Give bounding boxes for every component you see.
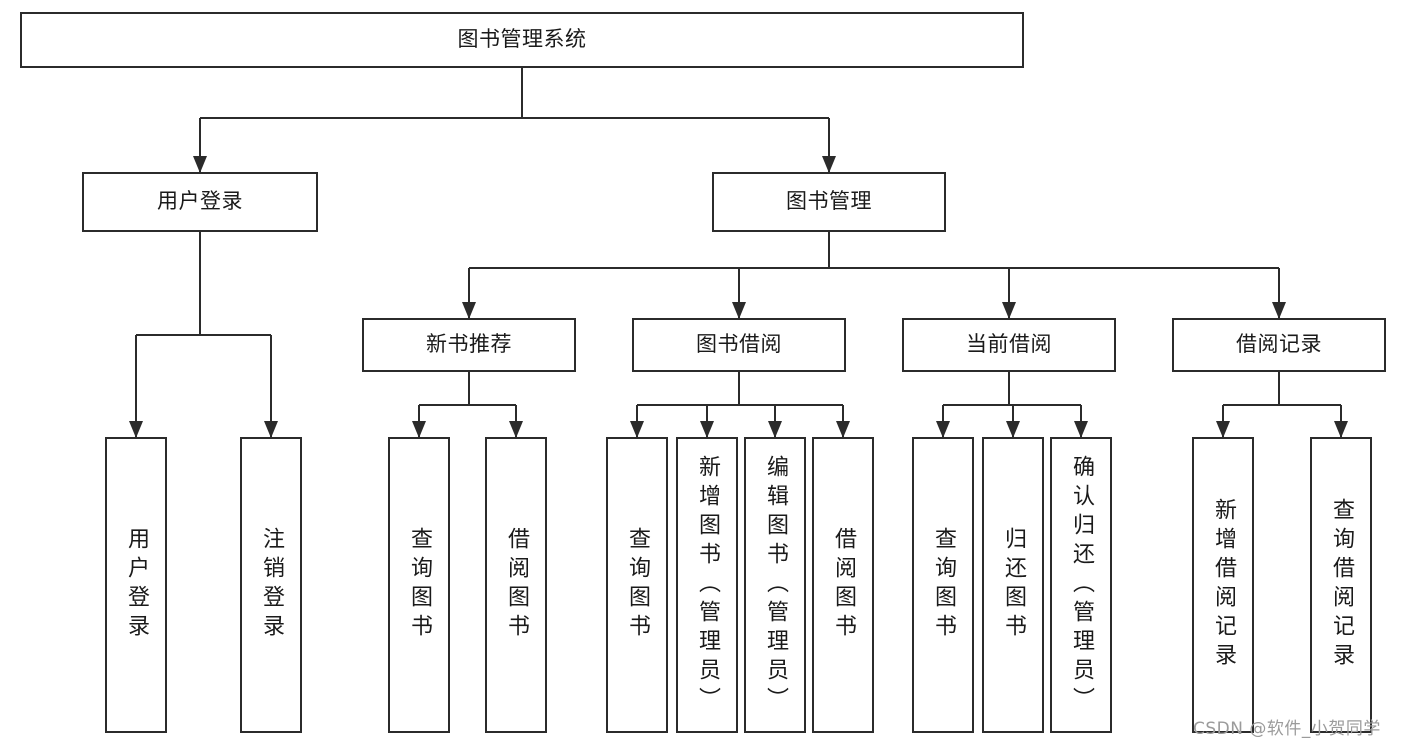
arrowhead-icon: [822, 156, 836, 173]
node-leaf_1[interactable]: 注销登录: [240, 437, 302, 733]
node-label: 新增图书（管理员）: [695, 454, 720, 716]
node-label: 确认归还（管理员）: [1069, 454, 1094, 716]
arrowhead-icon: [1074, 421, 1088, 438]
node-leaf_11[interactable]: 新增借阅记录: [1192, 437, 1254, 733]
node-leaf_12[interactable]: 查询借阅记录: [1310, 437, 1372, 733]
arrowhead-icon: [936, 421, 950, 438]
node-label: 当前借阅: [966, 332, 1052, 357]
node-leaf_8[interactable]: 查询图书: [912, 437, 974, 733]
node-leaf_9[interactable]: 归还图书: [982, 437, 1044, 733]
node-label: 图书管理系统: [457, 27, 587, 52]
node-label: 借阅记录: [1236, 332, 1322, 357]
node-label: 图书借阅: [696, 332, 782, 357]
node-leaf_5[interactable]: 新增图书（管理员）: [676, 437, 738, 733]
arrowhead-icon: [509, 421, 523, 438]
arrowhead-icon: [193, 156, 207, 173]
arrowhead-icon: [1002, 302, 1016, 319]
node-label: 图书管理: [786, 189, 872, 214]
node-label: 查询图书: [931, 527, 956, 643]
arrowhead-icon: [1216, 421, 1230, 438]
node-l1_0[interactable]: 用户登录: [82, 172, 318, 232]
node-l2_1[interactable]: 图书借阅: [632, 318, 846, 372]
node-l1_1[interactable]: 图书管理: [712, 172, 946, 232]
arrowhead-icon: [700, 421, 714, 438]
arrowhead-icon: [836, 421, 850, 438]
arrowhead-icon: [732, 302, 746, 319]
node-leaf_10[interactable]: 确认归还（管理员）: [1050, 437, 1112, 733]
node-leaf_3[interactable]: 借阅图书: [485, 437, 547, 733]
node-label: 查询图书: [625, 527, 650, 643]
node-label: 新书推荐: [426, 332, 512, 357]
node-label: 查询借阅记录: [1329, 498, 1354, 672]
node-label: 新增借阅记录: [1211, 498, 1236, 672]
node-leaf_0[interactable]: 用户登录: [105, 437, 167, 733]
node-leaf_2[interactable]: 查询图书: [388, 437, 450, 733]
node-label: 编辑图书（管理员）: [763, 454, 788, 716]
watermark: CSDN @软件_小贺同学: [1193, 719, 1381, 739]
node-l2_2[interactable]: 当前借阅: [902, 318, 1116, 372]
node-l2_0[interactable]: 新书推荐: [362, 318, 576, 372]
node-leaf_7[interactable]: 借阅图书: [812, 437, 874, 733]
arrowhead-icon: [1272, 302, 1286, 319]
arrowhead-icon: [630, 421, 644, 438]
node-label: 用户登录: [157, 189, 243, 214]
node-label: 注销登录: [259, 527, 284, 643]
node-label: 查询图书: [407, 527, 432, 643]
node-root[interactable]: 图书管理系统: [20, 12, 1024, 68]
node-label: 归还图书: [1001, 527, 1026, 643]
node-leaf_6[interactable]: 编辑图书（管理员）: [744, 437, 806, 733]
arrowhead-icon: [1334, 421, 1348, 438]
arrowhead-icon: [1006, 421, 1020, 438]
node-l2_3[interactable]: 借阅记录: [1172, 318, 1386, 372]
arrowhead-icon: [129, 421, 143, 438]
arrowhead-icon: [264, 421, 278, 438]
arrowhead-icon: [768, 421, 782, 438]
node-label: 借阅图书: [831, 527, 856, 643]
node-label: 借阅图书: [504, 527, 529, 643]
node-label: 用户登录: [124, 527, 149, 643]
node-leaf_4[interactable]: 查询图书: [606, 437, 668, 733]
arrowhead-icon: [412, 421, 426, 438]
arrowhead-icon: [462, 302, 476, 319]
